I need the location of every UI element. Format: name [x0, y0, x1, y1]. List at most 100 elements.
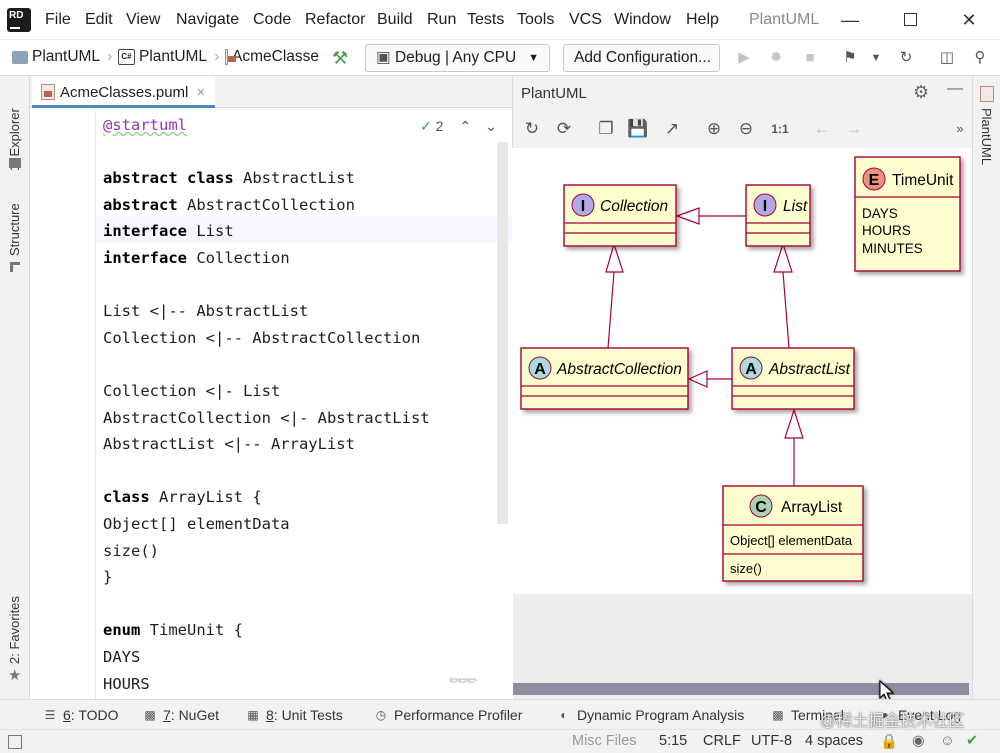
chevron-down-icon[interactable]: ⌄	[484, 118, 497, 134]
code-line[interactable]: enum TimeUnit {	[103, 617, 243, 644]
favorites-tab[interactable]: 2: Favorites	[7, 596, 22, 664]
back-arrow-icon[interactable]: ←	[813, 119, 831, 138]
menu-build[interactable]: Build	[377, 11, 413, 28]
code-line[interactable]: Collection <|-- AbstractCollection	[103, 325, 420, 352]
menu-window[interactable]: Window	[614, 11, 671, 28]
breadcrumb-solution[interactable]: PlantUML›	[12, 48, 112, 66]
check-icon[interactable]: ✔	[966, 733, 979, 749]
tab-acmeclasses[interactable]: AcmeClasses.puml ×	[32, 76, 216, 108]
line-gutter[interactable]	[30, 108, 96, 699]
code-line[interactable]: Object[] elementData	[103, 511, 290, 538]
chevron-up-icon[interactable]: ⌃	[459, 118, 472, 134]
menu-navigate[interactable]: Navigate	[176, 11, 240, 28]
close-window-icon[interactable]: ✕	[961, 10, 977, 30]
tab-label: AcmeClasses.puml	[60, 84, 189, 101]
menu-file[interactable]: File	[45, 11, 71, 28]
plantuml-toolbar: ↻ ⟳ ❐ 💾 ↗ ⊕ ⊖ 1:1 ← → »	[512, 110, 972, 148]
analysis-icon: ◐	[560, 708, 568, 722]
status-caret-position[interactable]: 5:15	[659, 733, 688, 749]
menu-tests[interactable]: Tests	[467, 11, 505, 28]
close-tab-icon[interactable]: ×	[196, 84, 206, 101]
code-line[interactable]: interface List	[103, 218, 234, 245]
todo-tab[interactable]: ☰6: TODO	[43, 707, 119, 723]
code-line[interactable]: class ArrayList {	[103, 484, 262, 511]
terminal-tab[interactable]: ▩Terminal	[771, 707, 844, 723]
minimize-icon[interactable]: —	[841, 10, 859, 30]
arrowhead-abstractlist-bottom	[784, 408, 804, 439]
code-line[interactable]: DAYS	[103, 644, 140, 671]
menu-edit[interactable]: Edit	[85, 11, 113, 28]
code-line[interactable]: interface Collection	[103, 245, 290, 272]
code-line[interactable]: List <|-- AbstractList	[103, 298, 308, 325]
run-configuration-dropdown[interactable]: ▣ Debug | Any CPU ▼	[365, 44, 550, 72]
menu-tools[interactable]: Tools	[517, 11, 555, 28]
unit-tests-tab[interactable]: ▦8: Unit Tests	[246, 707, 342, 723]
class-abstractcollection[interactable]	[520, 347, 689, 410]
menu-vcs[interactable]: VCS	[569, 11, 602, 28]
hide-panel-icon[interactable]: —	[947, 80, 963, 97]
coverage-dropdown-icon[interactable]: ▼	[870, 52, 882, 64]
code-line[interactable]: AbstractCollection <|- AbstractList	[103, 405, 430, 432]
copy-icon[interactable]: ❐	[598, 119, 614, 138]
breadcrumb-project[interactable]: C# PlantUML›	[118, 48, 219, 66]
maximize-icon[interactable]	[898, 8, 922, 32]
code-line[interactable]: AbstractList <|-- ArrayList	[103, 431, 355, 458]
class-list[interactable]	[745, 184, 811, 247]
open-external-icon[interactable]: ↗	[664, 119, 680, 138]
build-hammer-icon[interactable]: ⚒	[332, 48, 349, 68]
zoom-out-icon[interactable]: ⊖	[738, 119, 754, 138]
stop-icon[interactable]: ■	[805, 49, 815, 66]
git-icon[interactable]: ◉	[912, 733, 925, 749]
structure-tab[interactable]: Structure	[7, 203, 22, 256]
code-text: size()	[103, 541, 159, 560]
code-line[interactable]: @startuml	[103, 112, 187, 139]
gear-icon[interactable]: ⚙	[913, 82, 930, 102]
forward-arrow-icon[interactable]: →	[845, 119, 863, 138]
editor-tab-bar: AcmeClasses.puml ×	[30, 76, 512, 108]
layout-icon[interactable]: ◫	[939, 49, 955, 66]
add-configuration-button[interactable]: Add Configuration...	[563, 44, 720, 72]
arrowhead-collection-right	[675, 207, 700, 225]
status-line-ending[interactable]: CRLF	[703, 733, 741, 749]
zoom-in-icon[interactable]: ⊕	[706, 119, 722, 138]
menu-run[interactable]: Run	[427, 11, 457, 28]
menu-view[interactable]: View	[126, 11, 161, 28]
coverage-icon[interactable]: ⚑	[843, 49, 857, 66]
code-line[interactable]: size()	[103, 538, 159, 565]
refresh-icon[interactable]: ↻	[524, 119, 540, 138]
debug-icon[interactable]: ✹	[769, 49, 783, 66]
status-misc-files[interactable]: Misc Files	[572, 733, 637, 749]
plantuml-horizontal-scrollbar[interactable]	[513, 683, 969, 695]
search-icon[interactable]: ⚲	[974, 49, 986, 66]
code-line[interactable]: HOURS	[103, 671, 150, 698]
status-indent[interactable]: 4 spaces	[805, 733, 864, 749]
code-line[interactable]: abstract class AbstractList	[103, 165, 355, 192]
class-arraylist[interactable]	[722, 485, 864, 582]
code-line[interactable]: }	[103, 564, 112, 591]
lock-icon[interactable]: 🔒	[880, 734, 899, 750]
menu-refactor[interactable]: Refactor	[305, 11, 366, 28]
plantuml-diagram-canvas[interactable]: I Collection I List E TimeUnit DAYS HOUR…	[513, 148, 972, 594]
more-icon[interactable]: »	[956, 121, 964, 136]
run-icon[interactable]: ▶	[738, 49, 750, 66]
nuget-tab[interactable]: ▩7: NuGet	[143, 707, 219, 723]
plantuml-tab[interactable]: PlantUML	[979, 108, 994, 166]
menu-code[interactable]: Code	[253, 11, 292, 28]
save-icon[interactable]: 💾	[627, 119, 649, 138]
performance-profiler-tab[interactable]: ◷Performance Profiler	[374, 707, 523, 723]
reload-icon[interactable]: ⟳	[556, 119, 572, 138]
code-line[interactable]: Collection <|- List	[103, 378, 280, 405]
dynamic-program-analysis-tab[interactable]: ◐Dynamic Program Analysis	[557, 707, 744, 723]
breadcrumb-file[interactable]: AcmeClasse	[225, 48, 319, 66]
inspector-icon[interactable]: ☺	[940, 733, 955, 749]
update-icon[interactable]: ↻	[899, 49, 913, 66]
actual-size-button[interactable]: 1:1	[771, 122, 789, 136]
editor-scrollbar[interactable]	[497, 142, 508, 524]
inspection-widget[interactable]: ✓ 2 ⌃ ⌄	[420, 118, 497, 135]
status-encoding[interactable]: UTF-8	[751, 733, 793, 749]
menu-help[interactable]: Help	[686, 11, 719, 28]
event-log-tab[interactable]: ●Event Log	[878, 707, 961, 723]
window-layout-icon[interactable]	[8, 735, 22, 749]
code-line[interactable]: abstract AbstractCollection	[103, 192, 355, 219]
